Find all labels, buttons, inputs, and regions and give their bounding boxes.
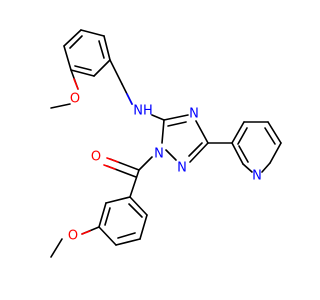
bond-carbonyl-o-side-2 bbox=[103, 164, 116, 170]
bond-upper-ring-5 bbox=[63, 45, 72, 71]
bond-carbonyl-o-side-1 bbox=[106, 157, 119, 163]
bonds bbox=[50, 29, 282, 258]
bond-triazole-c5-n4-inner bbox=[167, 121, 187, 127]
atom-n2-triazole: N bbox=[177, 161, 187, 176]
bond-lower-ring-4 bbox=[98, 226, 117, 246]
bond-pyr-5 bbox=[242, 163, 253, 173]
bond-triazole-n1-c5 bbox=[161, 119, 165, 144]
bond-lower-methoxy-o-side bbox=[81, 230, 91, 235]
bond-pyr-5b bbox=[231, 142, 244, 165]
bond-upper-ring-6-inner bbox=[69, 35, 83, 49]
atom-labels: O NH N O N N N O bbox=[68, 92, 262, 244]
bond-n1-carbonyl bbox=[138, 156, 153, 171]
bond-upper-methoxy-oC bbox=[50, 103, 71, 109]
bond-lower-ring-5 bbox=[98, 202, 107, 228]
bond-upper-ring-3 bbox=[93, 59, 111, 77]
bond-nh-c5 bbox=[151, 114, 165, 121]
bond-upper-ring-4-inner bbox=[74, 65, 92, 71]
bond-triazole-c3-n2-inner bbox=[188, 142, 203, 157]
bond-triazole-c5-n4 bbox=[163, 114, 189, 121]
atom-nh-amine: NH bbox=[133, 104, 153, 119]
bond-pyr-6 bbox=[261, 162, 271, 173]
bond-ch2 bbox=[109, 59, 123, 85]
bond-upper-ring-6 bbox=[63, 29, 82, 47]
bond-pyr-4 bbox=[269, 142, 282, 164]
bond-lower-ring-1 bbox=[129, 196, 148, 216]
bond-ch2-n-side bbox=[126, 93, 133, 105]
bond-triazole-n4-c3 bbox=[195, 120, 209, 144]
bond-pyr-3 bbox=[267, 121, 282, 144]
bond-upper-methoxy-o-side bbox=[73, 78, 79, 90]
atom-o-lower-methoxy: O bbox=[68, 229, 78, 244]
bond-upper-ring-2-inner bbox=[98, 40, 105, 59]
bond-upper-ring-1 bbox=[80, 29, 105, 37]
bond-lower-ring-5-inner bbox=[104, 207, 111, 226]
bond-lower-ring-6 bbox=[105, 196, 131, 204]
atom-n-pyridine: N bbox=[252, 169, 262, 184]
bond-carbonyl-ring bbox=[129, 169, 140, 198]
bond-triazole-n2-n1 bbox=[165, 149, 177, 161]
bond-pyr-1-inner bbox=[237, 127, 248, 145]
bond-lower-ring-2 bbox=[139, 214, 148, 240]
bond-pyr-1 bbox=[231, 121, 245, 144]
bond-lower-ring-3 bbox=[115, 238, 141, 246]
atom-n1-triazole: N bbox=[154, 147, 164, 162]
bond-lower-methoxy-oC bbox=[50, 238, 63, 258]
bond-lower-ring-1-inner bbox=[128, 203, 143, 218]
bond-pyr-5-inner bbox=[238, 145, 249, 163]
bond-pyr-3-inner bbox=[264, 127, 276, 145]
bond-triazole-c3-n2 bbox=[189, 142, 209, 163]
bond-upper-ring-4 bbox=[70, 69, 95, 77]
bond-lower-ring-3-inner bbox=[117, 232, 136, 239]
bond-upper-ring-2 bbox=[103, 35, 111, 61]
atom-o-carbonyl: O bbox=[91, 150, 101, 165]
chemical-structure-diagram: O NH N O N N N O bbox=[50, 29, 282, 258]
atom-o-upper-methoxy: O bbox=[70, 92, 80, 107]
atom-n4-triazole: N bbox=[189, 107, 199, 122]
